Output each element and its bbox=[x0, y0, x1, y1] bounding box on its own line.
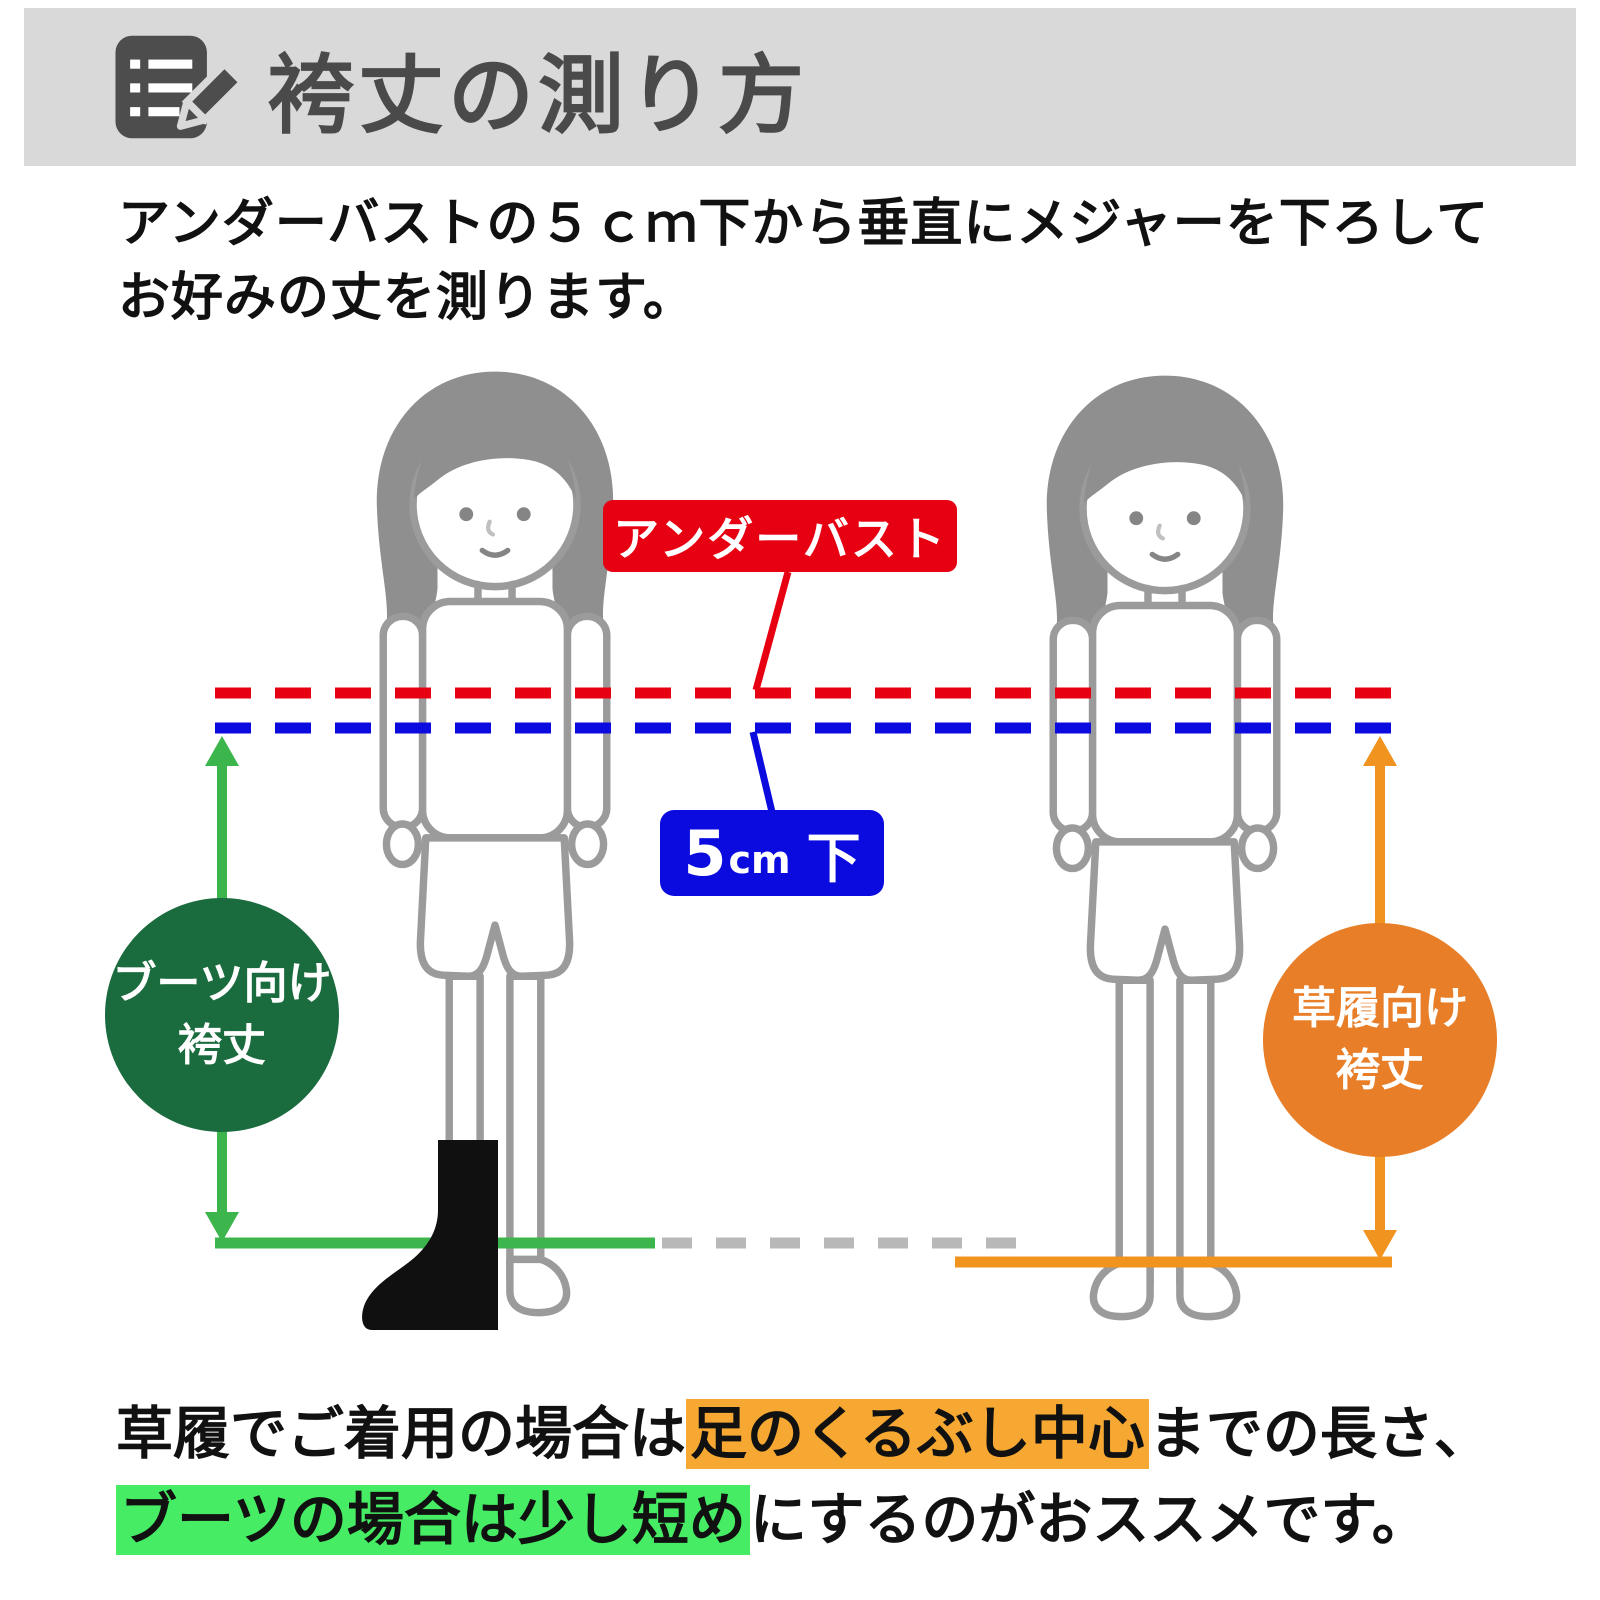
underbust-label-text: アンダーバスト bbox=[613, 512, 947, 566]
boots-highlight: ブーツの場合は少し短め bbox=[116, 1484, 750, 1555]
footer-line2-part2: にするのがおススメです。 bbox=[749, 1486, 1429, 1553]
page-title: 袴丈の測り方 bbox=[268, 45, 808, 146]
underbust-label: アンダーバスト bbox=[603, 500, 957, 572]
note-pencil-icon bbox=[115, 35, 238, 139]
intro-text: アンダーバストの５ｃｍ下から垂直にメジャーを下ろして お好みの丈を測ります。 bbox=[118, 188, 1489, 336]
footer-line1-part1: 草履でご着用の場合は bbox=[116, 1401, 686, 1467]
intro-line-1: アンダーバストの５ｃｍ下から垂直にメジャーを下ろして bbox=[118, 194, 1490, 254]
zori-badge-line-2: 袴丈 bbox=[1336, 1045, 1424, 1096]
five-cm-suffix: 下 bbox=[806, 826, 861, 890]
zori-badge-line-1: 草履向け bbox=[1292, 983, 1468, 1035]
underbust-connector-line bbox=[752, 571, 792, 691]
boots-badge-line-1: ブーツ向け bbox=[112, 958, 332, 1010]
ankle-highlight: 足のくるぶし中心 bbox=[686, 1399, 1149, 1469]
five-cm-number: 5 bbox=[683, 816, 727, 890]
zori-length-badge: 草履向け 袴丈 bbox=[1263, 923, 1497, 1157]
five-cm-unit: cm bbox=[728, 838, 791, 882]
five-cm-connector-line bbox=[749, 731, 776, 813]
footer-line-2: ブーツの場合は少し短めにするのがおススメです。 bbox=[116, 1478, 1491, 1564]
person-illustration-right bbox=[1046, 375, 1284, 1321]
hair-bangs bbox=[414, 401, 576, 500]
footer-note: 草履でご着用の場合は足のくるぶし中心までの長さ、 ブーツの場合は少し短めにするの… bbox=[116, 1392, 1491, 1563]
pencil-icon bbox=[176, 58, 238, 130]
intro-line-2: お好みの丈を測ります。 bbox=[118, 267, 696, 328]
hair-bangs bbox=[1084, 405, 1246, 504]
person-illustration-left bbox=[376, 371, 614, 1317]
five-cm-label: 5 cm 下 bbox=[660, 810, 884, 896]
boots-badge-line-2: 袴丈 bbox=[178, 1020, 266, 1071]
header: 袴丈の測り方 bbox=[24, 8, 1576, 166]
boots-length-badge: ブーツ向け 袴丈 bbox=[105, 898, 339, 1132]
footer-line1-part2: までの長さ、 bbox=[1148, 1401, 1491, 1467]
footer-line-1: 草履でご着用の場合は足のくるぶし中心までの長さ、 bbox=[116, 1392, 1491, 1478]
